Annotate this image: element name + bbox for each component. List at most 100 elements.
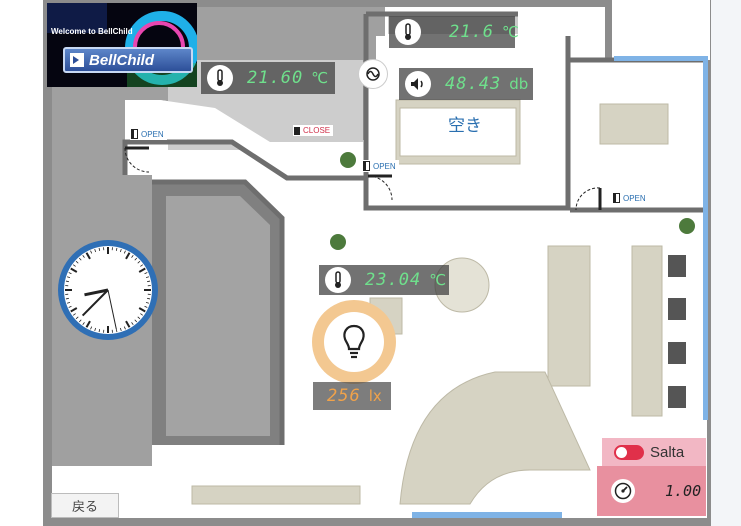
clock-tick	[123, 326, 126, 330]
logo-brand-text: BellChild	[89, 51, 155, 69]
sensor-sound-room[interactable]: 48.43 db	[399, 68, 533, 100]
clock-tick	[137, 260, 141, 264]
clock-tick	[65, 297, 69, 300]
clock-tick	[90, 326, 93, 330]
sensor-unit: db	[509, 75, 529, 93]
sensor-value: 21.6	[449, 22, 494, 42]
clock-tick	[125, 320, 131, 328]
clock-tick	[98, 247, 101, 251]
clock-tick	[125, 252, 131, 260]
clock-tick	[123, 250, 126, 254]
sensor-value: 23.04	[365, 270, 422, 290]
door-icon	[294, 126, 300, 135]
walls	[122, 11, 708, 445]
outside-area	[612, 0, 710, 60]
clock-tick	[75, 260, 79, 264]
logo-brand: BellChild	[63, 47, 193, 73]
clock-tick	[131, 322, 134, 326]
clock-tick	[115, 247, 118, 251]
logo-background	[47, 3, 197, 87]
clock-tick	[134, 319, 138, 323]
salta-speed-panel[interactable]: 1.00	[597, 466, 706, 516]
sensor-light[interactable]: 256 lx	[313, 382, 391, 410]
clock-tick	[72, 313, 76, 316]
door-status-open[interactable]: OPEN	[612, 192, 649, 204]
door-leaves	[125, 146, 602, 210]
gauge-icon	[611, 479, 635, 503]
clock-tick	[68, 272, 72, 275]
clock-tick	[138, 267, 146, 273]
meeting-tables	[395, 99, 669, 165]
sensor-value: 256	[327, 386, 361, 406]
thermometer-icon	[325, 267, 351, 293]
clock-tick	[65, 280, 69, 283]
sensor-unit: ℃	[501, 23, 519, 41]
clock-tick	[78, 319, 82, 323]
sensor-temperature-lounge[interactable]: 23.04 ℃	[319, 265, 449, 295]
speaker-icon	[405, 71, 431, 97]
corridor	[125, 100, 368, 178]
clock-tick	[85, 320, 91, 328]
bell-icon	[70, 53, 84, 67]
back-button[interactable]: 戻る	[51, 493, 119, 518]
clock-tick	[144, 305, 148, 308]
door-status-open[interactable]: OPEN	[362, 160, 399, 172]
room-status-label: 空き	[448, 116, 482, 136]
door-icon	[131, 129, 138, 139]
door-status-open[interactable]: OPEN	[130, 128, 167, 140]
clock-tick	[145, 301, 150, 304]
plant-icon	[330, 152, 695, 250]
clock-tick	[68, 305, 72, 308]
clock-tick	[131, 254, 134, 258]
sensor-unit: ℃	[429, 271, 447, 289]
clock-tick	[137, 316, 141, 320]
clock-tick	[138, 307, 146, 313]
lightbulb-icon[interactable]	[338, 322, 370, 362]
wall-clock	[58, 240, 158, 340]
clock-tick	[82, 254, 85, 258]
sensor-temperature-room[interactable]: 21.6 ℃	[389, 16, 519, 48]
clock-tick	[115, 329, 118, 333]
clock-tick	[140, 264, 144, 267]
clock-tick	[119, 327, 122, 332]
door-status-text: OPEN	[141, 129, 164, 139]
salta-toggle-panel[interactable]: Salta	[602, 438, 706, 467]
clock-tick	[75, 316, 79, 320]
thermometer-icon	[207, 65, 233, 91]
sound-wave-icon[interactable]	[358, 59, 388, 89]
clock-tick	[119, 248, 122, 253]
salta-label: Salta	[650, 444, 685, 461]
salta-value: 1.00	[665, 482, 702, 500]
clock-tick	[70, 267, 78, 273]
clock-tick	[98, 329, 101, 333]
clock-tick	[82, 322, 85, 326]
clock-tick	[66, 301, 71, 304]
clock-tick	[90, 250, 93, 254]
sensor-unit: lx	[368, 387, 382, 405]
clock-tick	[134, 257, 138, 261]
salta-toggle[interactable]	[614, 445, 644, 460]
clock-tick	[144, 272, 148, 275]
door-status-text: CLOSE	[303, 126, 331, 135]
clock-hour-hand	[84, 288, 109, 297]
light-circle	[324, 312, 384, 372]
gray-block-inner	[166, 196, 270, 436]
door-icon	[363, 161, 370, 171]
clock-tick	[147, 280, 151, 283]
door-swings	[124, 147, 601, 211]
door-status-close[interactable]: CLOSE	[292, 124, 335, 137]
sensor-value: 48.43	[445, 74, 502, 94]
sensor-unit: ℃	[311, 69, 329, 87]
bellchild-logo: Welcome to BellChild BellChild	[47, 3, 197, 87]
clock-minute-hand	[81, 289, 109, 317]
clock-second-hand	[107, 289, 117, 330]
thermometer-icon	[395, 19, 421, 45]
clock-tick	[70, 307, 78, 313]
sensor-temperature-main[interactable]: 21.60 ℃	[201, 62, 335, 94]
clock-tick	[145, 276, 150, 279]
lounge-furniture	[191, 245, 663, 505]
clock-tick	[85, 252, 91, 260]
clock-tick	[147, 297, 151, 300]
lounge-seats	[668, 255, 686, 408]
clock-tick	[66, 276, 71, 279]
